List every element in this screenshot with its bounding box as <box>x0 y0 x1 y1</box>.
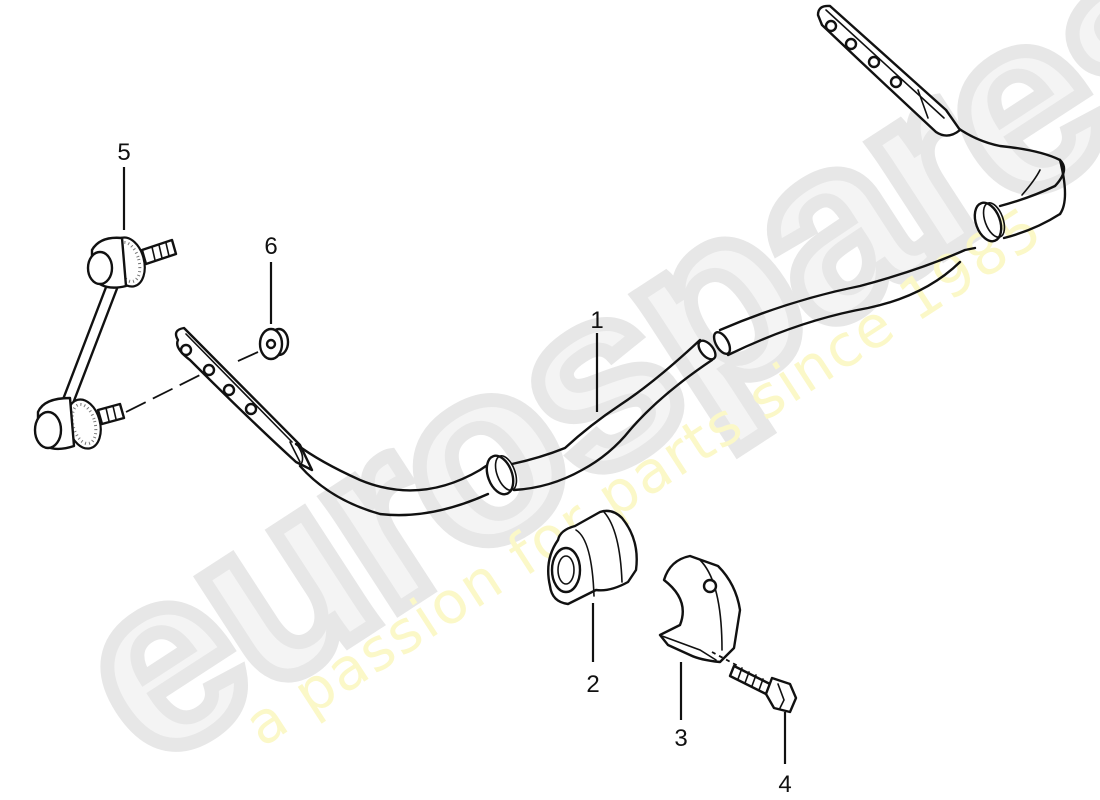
callout-6[interactable]: 6 <box>264 233 277 260</box>
callout-1[interactable]: 1 <box>590 307 603 334</box>
bar-break-end-right <box>712 330 732 356</box>
part-4-bolt[interactable] <box>728 664 798 714</box>
bar-break-end-left <box>697 339 717 361</box>
callout-5[interactable]: 5 <box>117 139 130 166</box>
left-bar-bushing <box>485 454 518 496</box>
left-plate-holes <box>179 343 258 416</box>
assembly-line-bolt-to-clamp <box>711 651 739 667</box>
assembly-line-link-to-plate <box>125 371 207 413</box>
callout-4[interactable]: 4 <box>778 771 791 798</box>
callout-2[interactable]: 2 <box>586 671 599 698</box>
part-2-bushing[interactable] <box>547 509 638 606</box>
bar-left-lower-edge <box>298 464 490 517</box>
right-plate-holes <box>824 19 903 89</box>
callout-3[interactable]: 3 <box>674 725 687 752</box>
part-6-flange-nut[interactable] <box>258 327 290 361</box>
assembly-line-nut-to-plate <box>235 351 259 363</box>
right-bar-bushing <box>973 201 1006 243</box>
part-1-stabilizer-bar[interactable] <box>174 4 1067 517</box>
part-3-clamp[interactable] <box>658 554 742 664</box>
right-arm-plate <box>816 4 962 137</box>
bar-left-upper-edge <box>294 442 488 492</box>
part-5-coupling-link[interactable] <box>33 234 178 453</box>
